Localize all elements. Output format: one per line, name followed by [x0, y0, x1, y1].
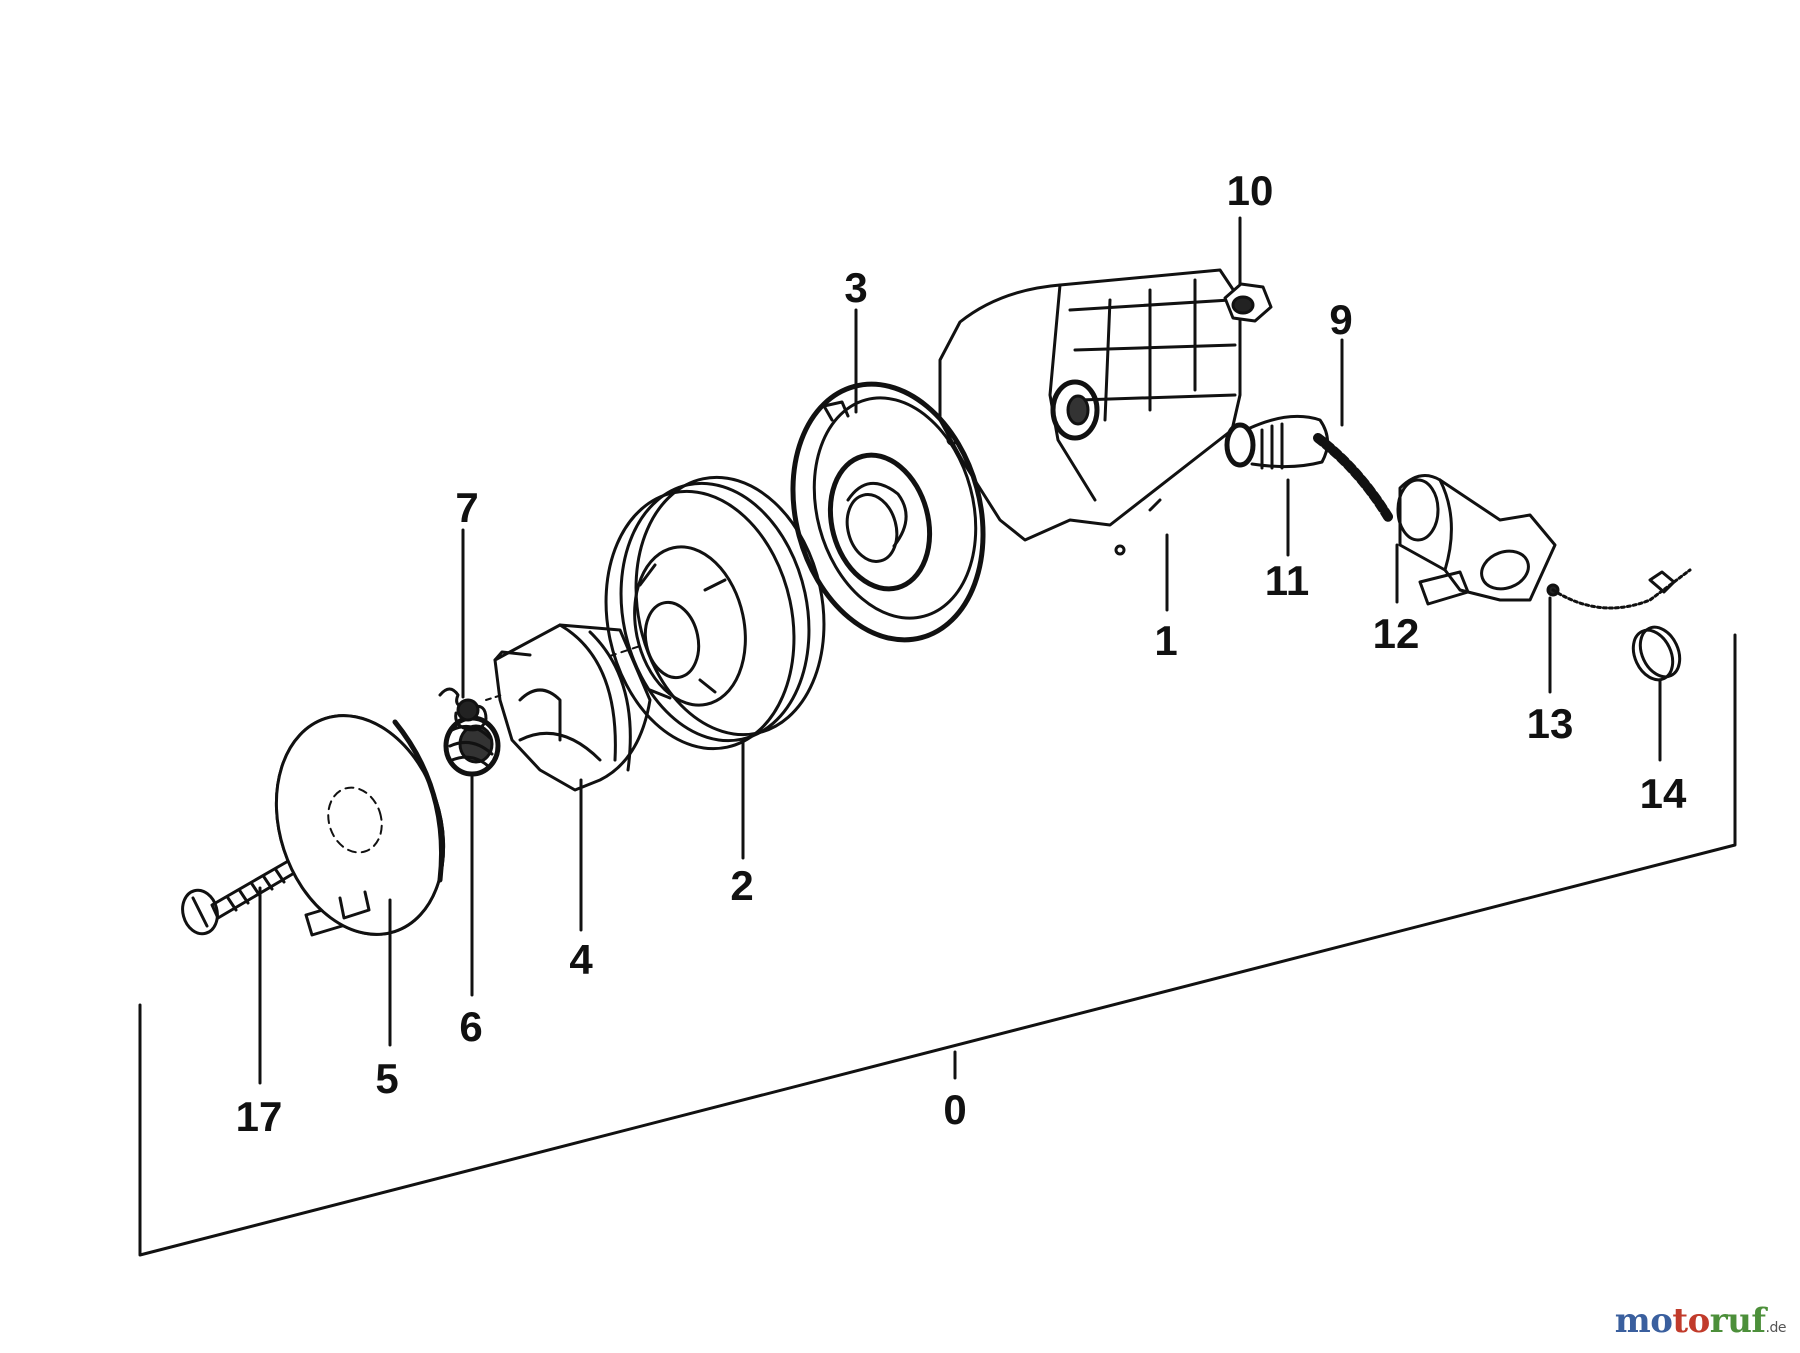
callout-14: 14	[1640, 770, 1687, 817]
part-11-guide	[1224, 414, 1329, 470]
callout-5: 5	[375, 1055, 398, 1102]
part-9-rope	[1313, 433, 1395, 525]
callout-0: 0	[943, 1086, 966, 1133]
callout-6: 6	[459, 1003, 482, 1050]
part-2-pulley	[604, 475, 826, 751]
callout-9: 9	[1329, 296, 1352, 343]
callout-11: 11	[1265, 557, 1309, 604]
callout-1: 1	[1154, 617, 1177, 664]
part-4-carrier	[493, 623, 652, 792]
callout-labels: 0 1 2 3 4 5 6 7 9 10 11 12 13 14 17	[236, 167, 1687, 1140]
part-5-plate	[274, 714, 446, 937]
callout-4: 4	[569, 936, 593, 983]
part-10-nut	[1223, 282, 1273, 323]
callout-2: 2	[730, 862, 753, 909]
part-1-housing	[938, 268, 1242, 556]
motoruf-watermark-logo: motoruf.de	[1614, 1301, 1787, 1341]
part-6-spring	[443, 715, 501, 777]
leader-lines	[258, 216, 1662, 1085]
callout-12: 12	[1373, 610, 1420, 657]
callout-3: 3	[844, 264, 867, 311]
callout-7: 7	[455, 484, 478, 531]
callout-13: 13	[1527, 700, 1574, 747]
callout-17: 17	[236, 1093, 283, 1140]
callout-10: 10	[1227, 167, 1274, 214]
part-3-spring-cassette	[790, 381, 986, 643]
part-14-cap	[1631, 625, 1682, 682]
part-7-clip	[438, 687, 506, 732]
part-12-handle	[1396, 474, 1557, 606]
part-13-cord	[1546, 568, 1692, 610]
assembly-bracket	[138, 633, 1737, 1257]
